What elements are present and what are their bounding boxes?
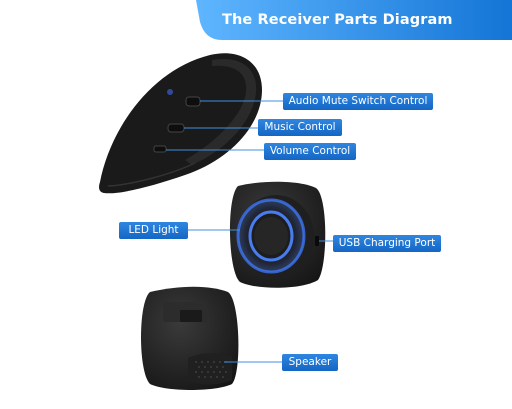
title-banner xyxy=(196,0,512,40)
receiver-side-view xyxy=(99,53,262,194)
label-speaker: Speaker xyxy=(282,354,338,371)
music-button xyxy=(167,123,185,133)
label-audio-mute: Audio Mute Switch Control xyxy=(283,93,433,110)
receiver-front-view xyxy=(229,181,326,288)
label-led-light: LED Light xyxy=(119,222,188,239)
label-music-control: Music Control xyxy=(258,119,342,136)
usb-port xyxy=(315,236,319,246)
mute-switch xyxy=(185,96,201,107)
volume-button xyxy=(153,145,167,153)
label-volume-control: Volume Control xyxy=(264,143,356,160)
speaker-grille xyxy=(195,361,227,378)
diagram-title: The Receiver Parts Diagram xyxy=(222,12,453,28)
label-usb-charging-port: USB Charging Port xyxy=(333,235,441,252)
receiver-back-view xyxy=(141,286,239,390)
